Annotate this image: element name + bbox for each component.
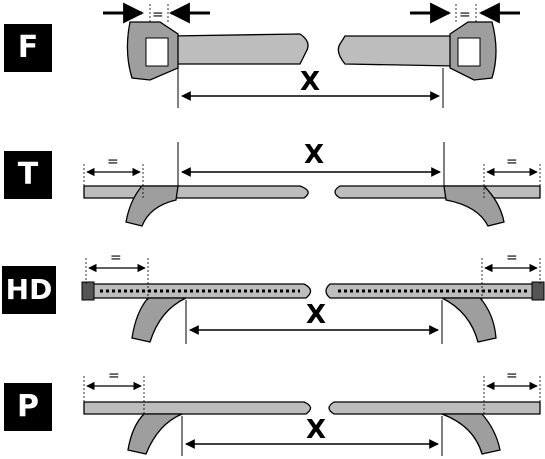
- row-hd-foot-right: [441, 297, 497, 343]
- row-f-equal-right: =: [459, 7, 471, 23]
- row-f-foot-left-clamp: [145, 37, 169, 67]
- row-t-bar-right: [334, 185, 541, 199]
- row-p-bar-right: [328, 401, 541, 415]
- row-p-foot-right: [441, 413, 501, 455]
- row-t-equal-left: =: [107, 154, 119, 170]
- row-t-foot-left: [125, 185, 179, 227]
- row-hd-end-cap-right: [531, 281, 545, 301]
- row-f-bar-right: [337, 35, 456, 67]
- row-f-bar-assembly: = = X: [103, 2, 520, 108]
- row-p-equal-right: =: [506, 368, 518, 384]
- model-badge-t: T: [4, 151, 52, 199]
- row-f-foot-right-clamp: [457, 37, 481, 67]
- row-hd-equal-right: =: [506, 250, 518, 266]
- row-t-bar-assembly: = = X: [83, 140, 541, 227]
- row-t-foot-right: [443, 185, 505, 227]
- row-hd-bar-right: [325, 283, 541, 299]
- row-hd-x-label: X: [306, 300, 326, 330]
- model-badge-p: P: [4, 383, 52, 431]
- row-f-equal-left: =: [152, 7, 164, 23]
- row-hd-foot-left: [131, 297, 187, 343]
- model-badge-f: F: [4, 24, 52, 72]
- row-f-bar-left: [169, 33, 309, 65]
- model-badge-hd: HD: [2, 266, 56, 314]
- row-t-equal-right: =: [506, 154, 518, 170]
- row-p-bar-assembly: = = X: [83, 368, 541, 456]
- row-p-bar-left: [83, 401, 312, 415]
- row-p-x-label: X: [306, 415, 326, 445]
- row-hd-bar-assembly: = = X: [81, 250, 545, 344]
- row-p-equal-left: =: [108, 368, 120, 384]
- row-hd-equal-left: =: [110, 250, 122, 266]
- row-hd-end-cap-left: [81, 281, 95, 301]
- row-t-x-label: X: [304, 140, 324, 170]
- row-p-foot-left: [127, 413, 183, 455]
- row-f-x-label: X: [300, 67, 320, 97]
- row-t-bar-left: [83, 185, 309, 199]
